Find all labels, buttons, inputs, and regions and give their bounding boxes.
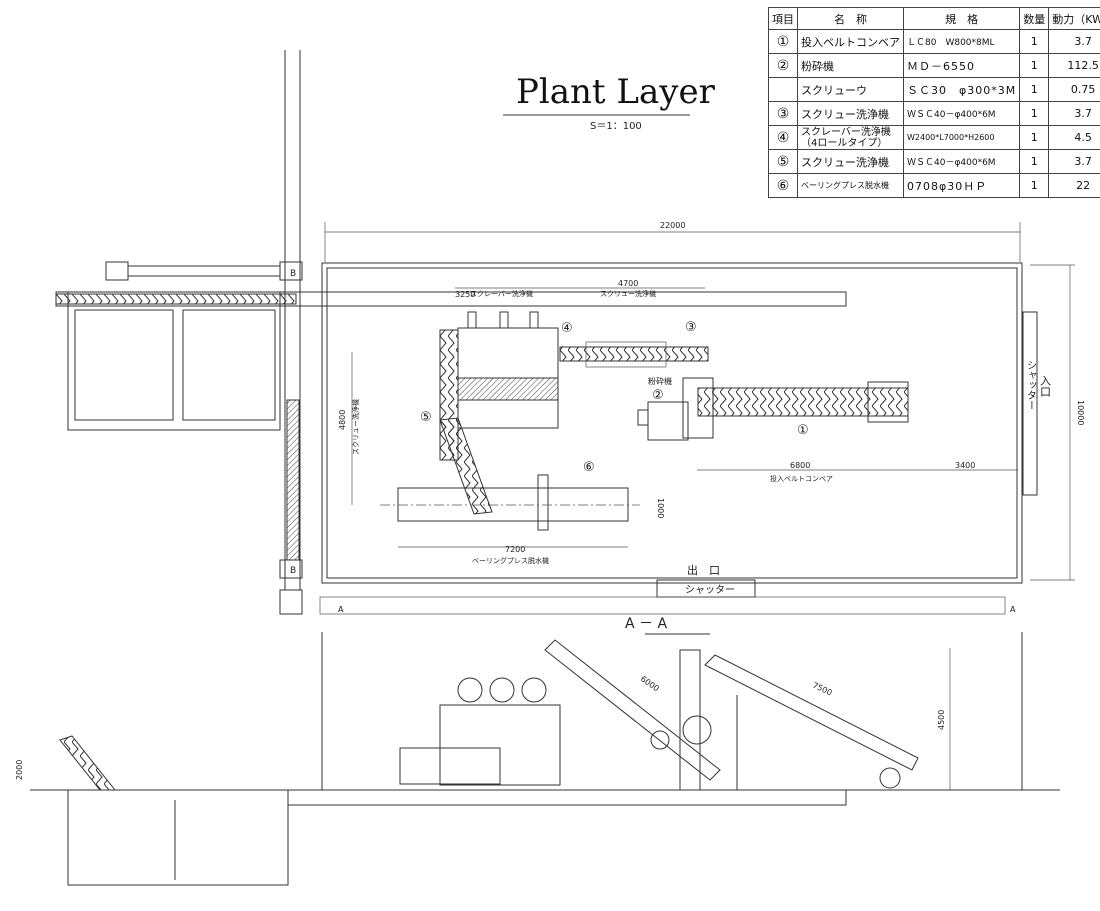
drawing-scale: S＝1：100 (590, 121, 642, 132)
table-header: 項目 名 称 規 格 数量 動力（KW） (768, 7, 1100, 30)
cell-qty: 1 (1019, 101, 1050, 126)
section-title: A － A (625, 616, 667, 632)
col-spec: 規 格 (902, 7, 1021, 30)
cell-item: ⑥ (768, 173, 798, 198)
cell-qty: 1 (1019, 125, 1050, 150)
cell-name: 粉砕機 (797, 53, 904, 78)
cell-qty: 1 (1019, 149, 1050, 174)
cell-qty: 1 (1019, 29, 1050, 54)
label-press: ベーリングプレス脱水機 (472, 556, 549, 565)
callout-2: ② (652, 388, 664, 403)
entrance-shutter (1022, 311, 1038, 496)
col-item: 項目 (768, 7, 798, 30)
dim-screw5: 4800 (338, 410, 347, 430)
section-elevation (30, 632, 1060, 886)
cell-power: 112.5 (1048, 53, 1100, 78)
cell-name: スクリューウ (797, 77, 904, 102)
table-row: ⑤ スクリュー洗浄機 ＷＳＣ40－φ400*6M 1 3.7 (768, 149, 1100, 174)
cell-item (768, 77, 798, 102)
table-row: ③ スクリュー洗浄機 ＷＳＣ40－φ400*6M 1 3.7 (768, 101, 1100, 126)
entrance-shutter-label: シャッター (1025, 360, 1037, 410)
cell-power: 3.7 (1048, 101, 1100, 126)
exit-shutter-label: シャッター (685, 584, 735, 596)
col-name: 名 称 (797, 7, 904, 30)
section-marker-right: A (1010, 605, 1016, 614)
col-power: 動力（KW） (1048, 7, 1100, 30)
callout-1: ① (797, 423, 809, 438)
cell-power: 0.75 (1048, 77, 1100, 102)
cell-qty: 1 (1019, 173, 1050, 198)
label-crusher: 粉砕機 (648, 376, 672, 386)
label-conveyor: 投入ベルトコンベア (770, 474, 833, 483)
feed-pit-plan (55, 50, 847, 615)
cell-item: ① (768, 29, 798, 54)
cell-spec: ＬＣ80 W800*8ML (902, 29, 1021, 54)
cell-item: ⑤ (768, 149, 798, 174)
dim-screw3: 4700 (618, 279, 638, 288)
callout-4: ④ (561, 321, 573, 336)
dim-pit: 2000 (15, 760, 24, 780)
table-row: ⑥ ベーリングプレス脱水機 0708φ30ＨＰ 1 22 (768, 173, 1100, 198)
marker-b-bottom: B (290, 566, 296, 576)
screw-washer-5-plan (439, 417, 493, 515)
cell-item: ③ (768, 101, 798, 126)
table-row: スクリューウ ＳＣ30 φ300*3M 1 0.75 (768, 77, 1100, 102)
exit-label: 出 口 (687, 563, 720, 577)
col-qty: 数量 (1019, 7, 1050, 30)
table-row: ① 投入ベルトコンベア ＬＣ80 W800*8ML 1 3.7 (768, 29, 1100, 54)
dim-incline2: 7500 (811, 681, 833, 698)
belt-conveyor-plan (697, 387, 909, 417)
dim-incline1: 6000 (639, 674, 661, 693)
cell-spec: ＳＣ30 φ300*3M (902, 77, 1021, 102)
cell-spec: 0708φ30ＨＰ (902, 173, 1021, 198)
label-screw3: スクリュー洗浄機 (600, 289, 656, 298)
cell-name: スクリュー洗浄機 (797, 149, 904, 174)
callout-5: ⑤ (420, 410, 432, 425)
marker-b-top: B (290, 269, 296, 279)
equipment-spec-table: 項目 名 称 規 格 数量 動力（KW） ① 投入ベルトコンベア ＬＣ80 W8… (768, 7, 1100, 198)
drawing-title: Plant Layer (516, 72, 716, 112)
dim-press-height: 1000 (656, 498, 665, 518)
label-screw5: スクリュー洗浄機 (351, 399, 360, 455)
cell-item: ④ (768, 125, 798, 150)
section-cut-bar (319, 596, 1006, 615)
callout-3: ③ (685, 320, 697, 335)
label-scraper: スクレーバー洗浄機 (470, 289, 533, 298)
cell-name: スクリュー洗浄機 (797, 101, 904, 126)
cell-power: 22 (1048, 173, 1100, 198)
table-row: ② 粉砕機 ＭＤ－6550 1 112.5 (768, 53, 1100, 78)
cell-power: 4.5 (1048, 125, 1100, 150)
dim-scraper: 3250 (455, 290, 475, 299)
cell-spec: ＭＤ－6550 (902, 53, 1021, 78)
cell-qty: 1 (1019, 77, 1050, 102)
section-marker-left: A (338, 605, 344, 614)
table-row: ④ スクレーバー洗浄機（4ロールタイプ） W2400*L7000*H2600 1… (768, 125, 1100, 150)
building-outline (321, 222, 1075, 584)
dim-conveyor: 6800 (790, 461, 810, 470)
dim-press: 7200 (505, 545, 525, 554)
cell-spec: ＷＳＣ40－φ400*6M (902, 101, 1021, 126)
baling-press-plan (380, 474, 640, 531)
screw-washer-3-plan (559, 346, 709, 362)
dim-conveyor-end: 3400 (955, 461, 975, 470)
dim-total-height: 10000 (1076, 400, 1085, 425)
entrance-label: 入口 (1039, 375, 1052, 397)
cell-spec: W2400*L7000*H2600 (902, 125, 1021, 150)
cell-power: 3.7 (1048, 29, 1100, 54)
callout-6: ⑥ (583, 460, 595, 475)
cell-qty: 1 (1019, 53, 1050, 78)
cell-spec: ＷＳＣ40－φ400*6M (902, 149, 1021, 174)
cell-name: スクレーバー洗浄機（4ロールタイプ） (797, 125, 904, 150)
cell-item: ② (768, 53, 798, 78)
dim-total-width: 22000 (660, 221, 685, 230)
cell-power: 3.7 (1048, 149, 1100, 174)
cell-name: 投入ベルトコンベア (797, 29, 904, 54)
dim-height: 4500 (937, 710, 946, 730)
cell-name: ベーリングプレス脱水機 (797, 173, 904, 198)
